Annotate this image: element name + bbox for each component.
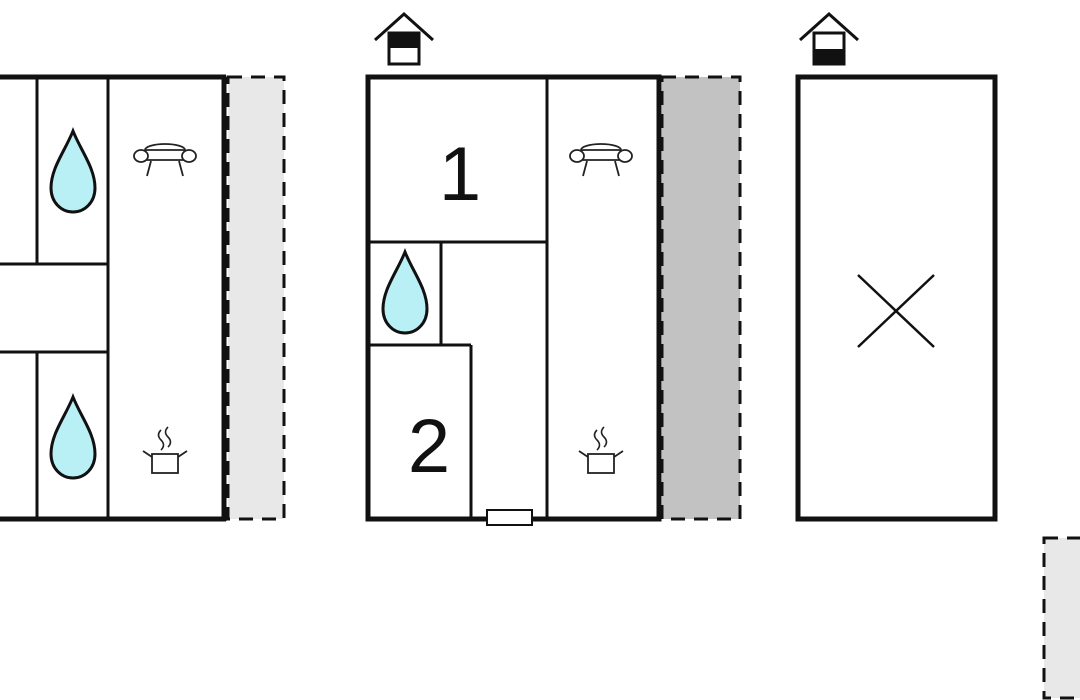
room-1-number: 1 [439,132,481,217]
cooking-pot-icon [142,426,188,474]
sofa-icon [569,143,633,177]
cooking-pot-icon [578,426,624,474]
water-drop-icon [49,395,97,480]
water-drop-icon [381,250,429,335]
terrace-light [1042,536,1080,700]
plan-left [0,74,286,522]
void-cross-icon [857,274,935,348]
house-outline [795,74,998,522]
room-2-number: 2 [408,404,450,489]
door-icon [486,509,533,526]
house-level-bottom-icon [798,11,860,66]
water-drop-icon [49,129,97,214]
interior-walls [368,77,549,519]
house-outline [0,74,227,522]
terrace-dark [660,75,742,521]
sofa-icon [133,143,197,177]
interior-walls [0,77,110,519]
house-level-top-icon [373,11,435,66]
terrace-light [226,75,286,521]
plan-middle: 1 2 [365,11,742,526]
plan-right [795,11,998,522]
